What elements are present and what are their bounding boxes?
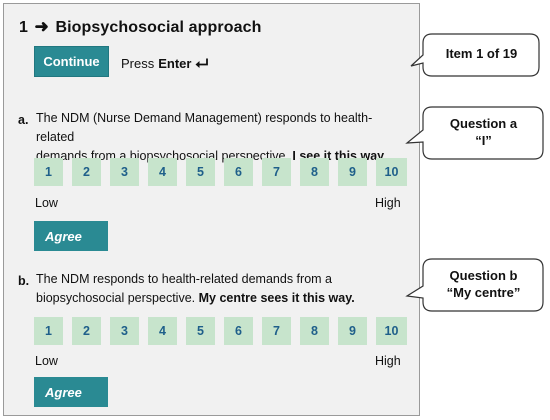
- question-b-line1: The NDM responds to health-related deman…: [36, 272, 332, 286]
- scale-a-option-7[interactable]: 7: [262, 158, 291, 186]
- scale-a-option-6[interactable]: 6: [224, 158, 253, 186]
- scale-a-option-10[interactable]: 10: [376, 158, 407, 186]
- rating-scale-b: 1 2 3 4 5 6 7 8 9 10: [34, 317, 407, 345]
- callout-question-b-text: Question b “My centre”: [406, 267, 544, 301]
- scale-b-option-4[interactable]: 4: [148, 317, 177, 345]
- question-b-marker: b.: [18, 274, 30, 288]
- scale-a-option-5[interactable]: 5: [186, 158, 215, 186]
- question-b-line2: biopsychosocial perspective. My centre s…: [36, 289, 396, 308]
- question-b-plain: biopsychosocial perspective.: [36, 291, 196, 305]
- scale-a-option-2[interactable]: 2: [72, 158, 101, 186]
- agree-button-b[interactable]: Agree: [34, 377, 108, 407]
- question-b-emphasis: My centre sees it this way.: [198, 291, 355, 305]
- callout-item-text: Item 1 of 19: [445, 46, 518, 61]
- scale-a-high-label: High: [375, 196, 401, 210]
- scale-b-low-label: Low: [35, 354, 58, 368]
- callout-question-a: Question a “I”: [405, 106, 544, 160]
- scale-b-option-10[interactable]: 10: [376, 317, 407, 345]
- scale-b-option-9[interactable]: 9: [338, 317, 367, 345]
- speech-bubble-shape: [410, 33, 540, 77]
- item-number: 1: [19, 19, 28, 36]
- callout-question-b-line2: “My centre”: [446, 285, 521, 300]
- scale-a-option-9[interactable]: 9: [338, 158, 367, 186]
- callout-question-a-text: Question a “I”: [406, 115, 544, 149]
- arrow-right-icon: ➜: [34, 17, 49, 36]
- question-a-marker: a.: [18, 113, 29, 127]
- callout-item-counter: Item 1 of 19: [410, 33, 540, 77]
- question-a-line1: The NDM (Nurse Demand Management) respon…: [36, 111, 373, 144]
- scale-a-option-4[interactable]: 4: [148, 158, 177, 186]
- press-label: Press: [121, 56, 155, 71]
- question-b-text: The NDM responds to health-related deman…: [36, 270, 396, 308]
- callout-question-b-line1: Question b: [449, 268, 518, 283]
- title-text: Biopsychosocial approach: [55, 19, 262, 36]
- scale-a-option-3[interactable]: 3: [110, 158, 139, 186]
- callout-question-a-line2: “I”: [475, 133, 492, 148]
- speech-bubble-shape: [405, 258, 544, 312]
- scale-a-option-8[interactable]: 8: [300, 158, 329, 186]
- scale-b-option-7[interactable]: 7: [262, 317, 291, 345]
- scale-b-option-3[interactable]: 3: [110, 317, 139, 345]
- scale-b-option-8[interactable]: 8: [300, 317, 329, 345]
- scale-a-option-1[interactable]: 1: [34, 158, 63, 186]
- speech-bubble-shape: [405, 106, 544, 160]
- enter-key-icon: [195, 58, 209, 68]
- rating-scale-a: 1 2 3 4 5 6 7 8 9 10: [34, 158, 407, 186]
- page-title: 1 ➜ Biopsychosocial approach: [19, 17, 261, 37]
- scale-b-option-6[interactable]: 6: [224, 317, 253, 345]
- enter-key-label: Enter: [158, 56, 192, 71]
- scale-b-option-5[interactable]: 5: [186, 317, 215, 345]
- continue-button[interactable]: Continue: [34, 46, 109, 77]
- callout-question-a-line1: Question a: [449, 116, 518, 131]
- scale-b-option-2[interactable]: 2: [72, 317, 101, 345]
- survey-panel: 1 ➜ Biopsychosocial approach Continue Pr…: [3, 3, 420, 416]
- callout-question-b: Question b “My centre”: [405, 258, 544, 312]
- scale-b-option-1[interactable]: 1: [34, 317, 63, 345]
- agree-button-a[interactable]: Agree: [34, 221, 108, 251]
- press-enter-hint: Press Enter: [121, 56, 209, 71]
- scale-a-low-label: Low: [35, 196, 58, 210]
- scale-b-high-label: High: [375, 354, 401, 368]
